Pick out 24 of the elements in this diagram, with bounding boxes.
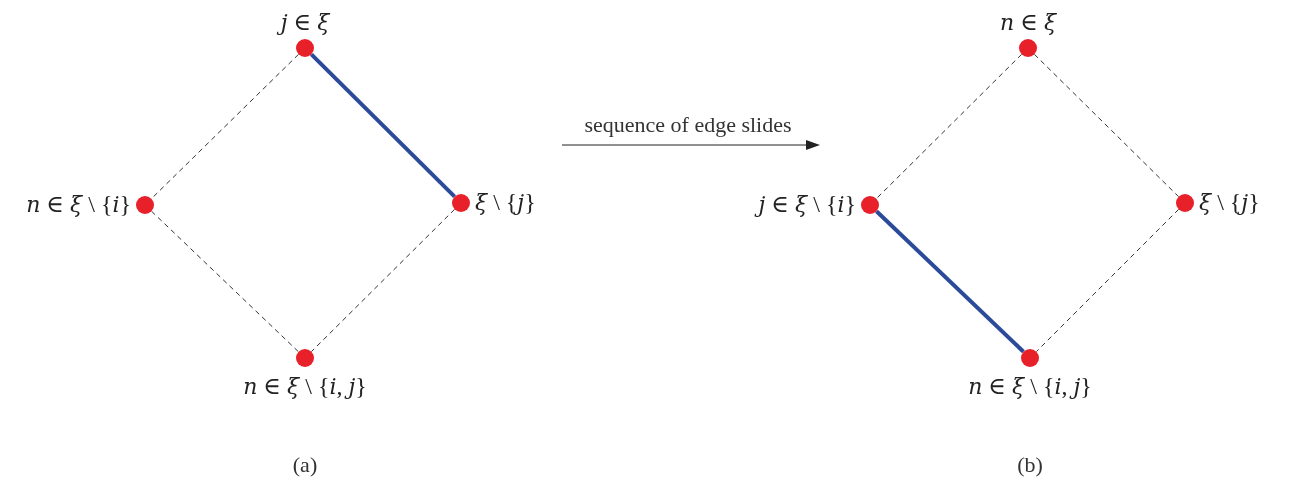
vertex-label: n ∈ ξ \ {i, j} xyxy=(243,374,367,398)
vertex-dot xyxy=(296,349,314,367)
dashed-edge xyxy=(1035,208,1180,353)
vertex-dot xyxy=(296,39,314,57)
dashed-edge xyxy=(1033,53,1180,198)
dashed-edge xyxy=(151,210,299,353)
dashed-edge xyxy=(310,208,456,353)
vertex-label: ξ \ {j} xyxy=(475,190,536,214)
dashed-edge xyxy=(875,53,1023,200)
vertex-dot xyxy=(136,196,154,214)
vertex-label: ξ \ {j} xyxy=(1199,190,1260,214)
arrow-label: sequence of edge slides xyxy=(584,112,792,138)
vertex-dot xyxy=(1021,349,1039,367)
vertex-dot xyxy=(861,196,879,214)
vertex-dot xyxy=(452,194,470,212)
thick-edge xyxy=(309,52,457,199)
vertex-label: n ∈ ξ xyxy=(999,10,1057,34)
panel-label: (a) xyxy=(292,452,318,478)
vertex-dot xyxy=(1019,39,1037,57)
vertex-label: n ∈ ξ \ {i, j} xyxy=(968,374,1092,398)
vertex-dot xyxy=(1176,194,1194,212)
panel-label: (b) xyxy=(1017,452,1043,478)
vertex-label: n ∈ ξ \ {i} xyxy=(26,192,131,216)
thick-edge xyxy=(875,209,1025,354)
